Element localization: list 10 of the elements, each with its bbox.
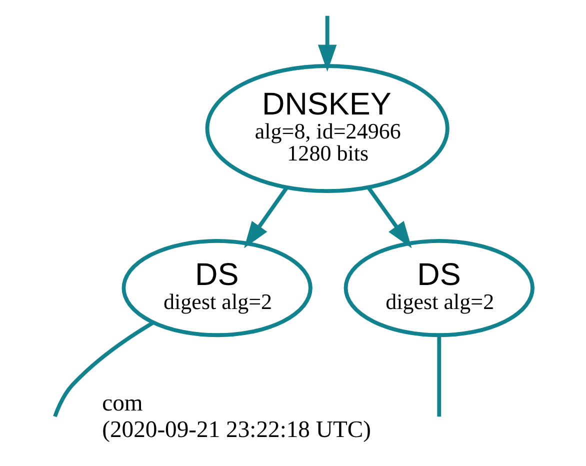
arrow: [366, 186, 412, 248]
node-ellipse: DS digest alg=2: [121, 239, 312, 338]
arrow: [317, 16, 336, 72]
node-ellipse: DS digest alg=2: [343, 239, 534, 338]
connector: [436, 336, 441, 417]
node-ellipse: DNSKEY alg=8, id=24966 1280 bits: [204, 64, 449, 194]
label: (2020-09-21 23:22:18 UTC): [102, 417, 370, 444]
connector: [52, 321, 154, 418]
label: com: [102, 390, 142, 416]
arrow: [244, 186, 288, 248]
